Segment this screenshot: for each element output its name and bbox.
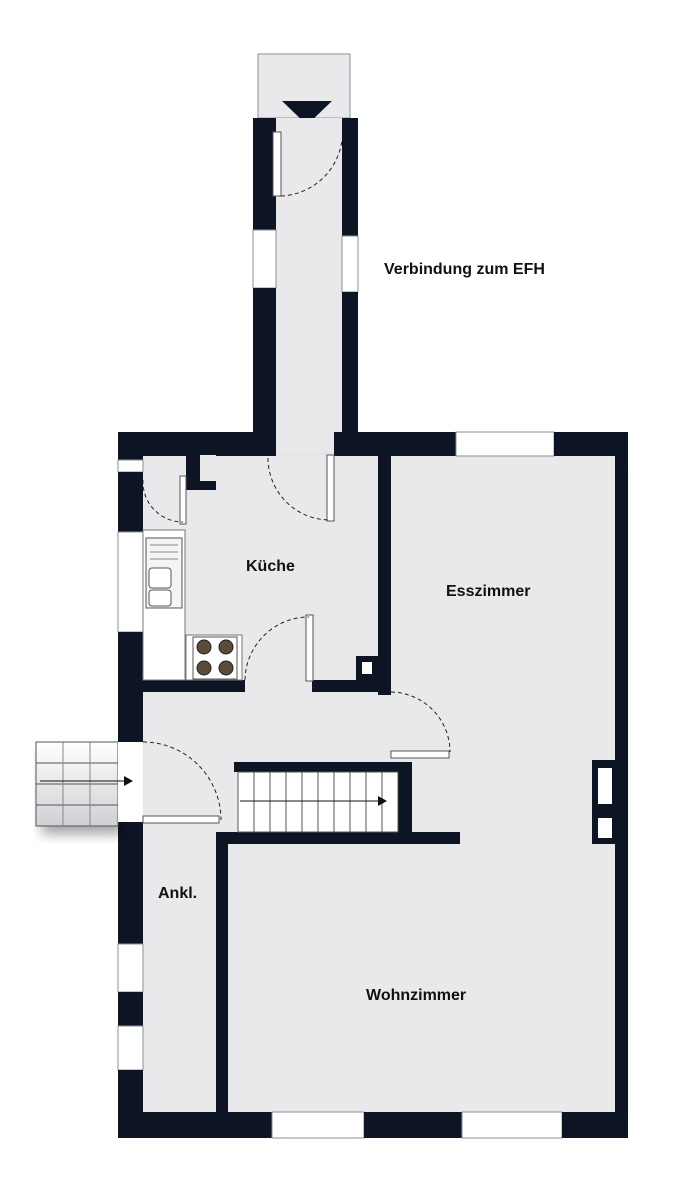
staircase <box>237 771 399 833</box>
corridor-wall-right-upper <box>342 118 358 236</box>
entrance-arrow-icon <box>282 101 332 125</box>
chimney-vent-2 <box>598 818 612 838</box>
wall-kitchen-bottom-right <box>312 680 391 692</box>
window-wohnzimmer-1 <box>271 1111 365 1139</box>
corridor-wall-right-lower <box>342 292 358 432</box>
corridor-wall-left-lower <box>253 288 276 456</box>
entrance-door-swing <box>142 741 222 821</box>
label-ankl: Ankl. <box>158 885 197 902</box>
corridor-door-swing <box>280 139 343 197</box>
wall-top-mid <box>334 432 456 456</box>
wall-bottom-2 <box>364 1112 462 1138</box>
wall-left-4 <box>118 822 143 944</box>
outside-steps <box>35 741 119 827</box>
chimney-vent-1 <box>598 768 612 804</box>
label-kueche: Küche <box>246 558 295 575</box>
kitchen-door-leaf <box>326 454 335 522</box>
wall-top-left <box>118 432 276 456</box>
esszimmer-door-leaf <box>390 750 450 759</box>
kitchen-lower-door-leaf <box>305 614 314 682</box>
stove-icon <box>192 636 238 680</box>
sink-icon <box>145 537 183 609</box>
wall-kitchen-esszimmer <box>378 455 391 695</box>
window-ankl-1 <box>117 943 144 993</box>
corridor-wall-left-upper <box>253 118 276 230</box>
cabinet-door-swing <box>142 479 184 523</box>
window-kitchen <box>117 531 144 633</box>
kitchen-door-swing <box>267 457 331 521</box>
window-wohnzimmer-2 <box>461 1111 563 1139</box>
kitchen-lower-door-swing <box>244 616 310 681</box>
window-ankl-2 <box>117 1025 144 1071</box>
arrow-right-icon <box>378 796 387 806</box>
wall-left-5 <box>118 992 143 1026</box>
wall-stairs-bottom <box>216 832 460 844</box>
corridor-floor <box>276 118 342 458</box>
cabinet-door-leaf <box>179 475 187 525</box>
label-wohnzimmer: Wohnzimmer <box>366 987 466 1004</box>
kitchen-nook-gap <box>200 455 216 481</box>
wall-bottom-1 <box>118 1112 272 1138</box>
wall-stairs-top <box>234 762 410 772</box>
arrow-right-icon <box>124 776 133 786</box>
wall-left-2 <box>118 472 143 532</box>
window-esszimmer-top <box>455 431 555 457</box>
corridor-window-left <box>252 229 277 289</box>
wall-left-3 <box>118 632 143 742</box>
wall-bottom-3 <box>562 1112 628 1138</box>
wall-ankl-wohnzimmer <box>216 832 228 1112</box>
wall-stairs-right <box>398 762 412 834</box>
wall-kitchen-bottom-left <box>143 680 245 692</box>
kitchen-shaft <box>362 662 372 674</box>
corridor-window-right <box>341 235 359 293</box>
entrance-door-leaf <box>142 815 220 824</box>
corridor-door-leaf <box>272 131 282 197</box>
label-verbindung: Verbindung zum EFH <box>384 261 545 278</box>
label-esszimmer: Esszimmer <box>446 583 531 600</box>
wall-left-1 <box>118 432 143 460</box>
wall-right <box>615 432 628 1138</box>
window-left-small <box>117 459 144 473</box>
